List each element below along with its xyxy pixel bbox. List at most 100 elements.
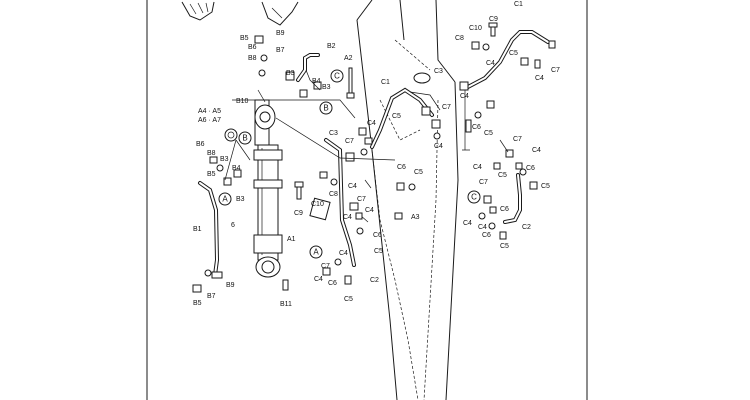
part-label: C6 <box>482 232 491 239</box>
part-label: A4 · A5 <box>198 108 221 115</box>
part-label: C2 <box>522 224 531 231</box>
part-label: C3 <box>329 130 338 137</box>
part-label: B3 <box>236 196 245 203</box>
circle-letter-b-mid: B <box>238 131 252 145</box>
circle-letter-a-low-text: A <box>313 248 319 257</box>
seal-ring <box>224 128 238 142</box>
part-label: C6 <box>526 165 535 172</box>
circle-letter-b-mid-text: B <box>242 134 247 143</box>
part-label: B5 <box>240 35 249 42</box>
circle-letter-a-low: A <box>309 245 323 259</box>
bolt-c9 <box>294 181 304 200</box>
part-label: B11 <box>280 301 292 308</box>
pipe-b1 <box>198 181 223 279</box>
circle-letter-c-right: C <box>467 190 481 204</box>
part-label: B9 <box>226 282 235 289</box>
part-label: C3 <box>434 68 443 75</box>
bucket-tooth-shape <box>261 1 299 26</box>
part-label: C5 <box>541 183 550 190</box>
arm-outline <box>356 0 459 400</box>
part-label: C5 <box>500 243 509 250</box>
part-label: B5 <box>207 171 216 178</box>
part-label: A3 <box>411 214 420 221</box>
part-label: C5 <box>392 113 401 120</box>
part-label: C4 <box>460 93 469 100</box>
part-label: C4 <box>314 276 323 283</box>
part-label: B5 <box>193 300 202 307</box>
part-label: C5 <box>344 296 353 303</box>
part-label: C7 <box>357 196 366 203</box>
part-label: C7 <box>442 104 451 111</box>
part-label: B3 <box>322 84 331 91</box>
circle-letter-b-top-text: B <box>323 104 328 113</box>
part-label: C1 <box>514 1 523 8</box>
part-label: C5 <box>484 130 493 137</box>
part-label: C7 <box>513 136 522 143</box>
bolt-c9-top <box>488 22 498 37</box>
part-label: A2 <box>344 55 353 62</box>
leader-lines <box>224 69 509 181</box>
part-label: C10 <box>311 201 324 208</box>
part-label: C6 <box>373 232 382 239</box>
hydraulic-cylinder <box>253 89 283 278</box>
part-label: C9 <box>489 16 498 23</box>
fittings <box>192 35 556 293</box>
part-label: C4 <box>535 75 544 82</box>
hose-c1-top <box>464 30 550 90</box>
part-label: B2 <box>327 43 336 50</box>
part-label: C6 <box>500 206 509 213</box>
part-label: C5 <box>374 248 383 255</box>
part-label: B9 <box>276 30 285 37</box>
part-label: B8 <box>207 150 216 157</box>
part-label: C6 <box>397 164 406 171</box>
part-label: C4 <box>478 224 487 231</box>
part-label: C4 <box>434 143 443 150</box>
part-label: B1 <box>193 226 202 233</box>
circle-letter-c-right-text: C <box>471 193 477 202</box>
part-label: C2 <box>370 277 379 284</box>
circle-letter-a-left-text: A <box>222 195 228 204</box>
part-label: C5 <box>414 169 423 176</box>
circle-letter-b-top: B <box>319 101 333 115</box>
part-label: C8 <box>455 35 464 42</box>
bolt-a2 <box>346 67 355 99</box>
part-label: C7 <box>321 263 330 270</box>
part-label: C9 <box>294 210 303 217</box>
hose-c1-middle <box>370 87 434 149</box>
part-label: B4 <box>232 165 241 172</box>
pipe-b-top <box>296 53 320 82</box>
part-label: C4 <box>339 250 348 257</box>
circle-letter-c-top: C <box>330 69 344 83</box>
part-label: C4 <box>348 183 357 190</box>
part-label: B3 <box>286 70 295 77</box>
part-label: B10 <box>236 98 249 105</box>
part-label: C1 <box>381 79 390 86</box>
circle-letter-c-top-text: C <box>334 72 340 81</box>
part-label: C4 <box>463 220 472 227</box>
part-label: C6 <box>472 124 481 131</box>
part-label: C4 <box>343 214 352 221</box>
part-label: A1 <box>287 236 296 243</box>
circle-letter-a-left: A <box>218 192 232 206</box>
part-label: C7 <box>479 179 488 186</box>
part-label: C5 <box>498 172 507 179</box>
bucket-teeth-fragment <box>181 1 215 21</box>
part-label: C10 <box>469 25 482 32</box>
part-label: C7 <box>551 67 560 74</box>
hose-c2-lower <box>324 138 356 267</box>
part-label: B3 <box>220 156 229 163</box>
part-label: B7 <box>207 293 216 300</box>
part-label: B4 <box>312 78 321 85</box>
part-label-6: 6 <box>231 222 235 229</box>
part-label: B6 <box>248 44 257 51</box>
part-label: C4 <box>473 164 482 171</box>
part-label: C7 <box>345 138 354 145</box>
part-label: C4 <box>367 120 376 127</box>
part-label: B6 <box>196 141 205 148</box>
part-label: B7 <box>276 47 285 54</box>
part-label: B8 <box>248 55 257 62</box>
part-label: C4 <box>365 207 374 214</box>
bolt-a1 <box>309 197 331 221</box>
part-label: C4 <box>486 60 495 67</box>
